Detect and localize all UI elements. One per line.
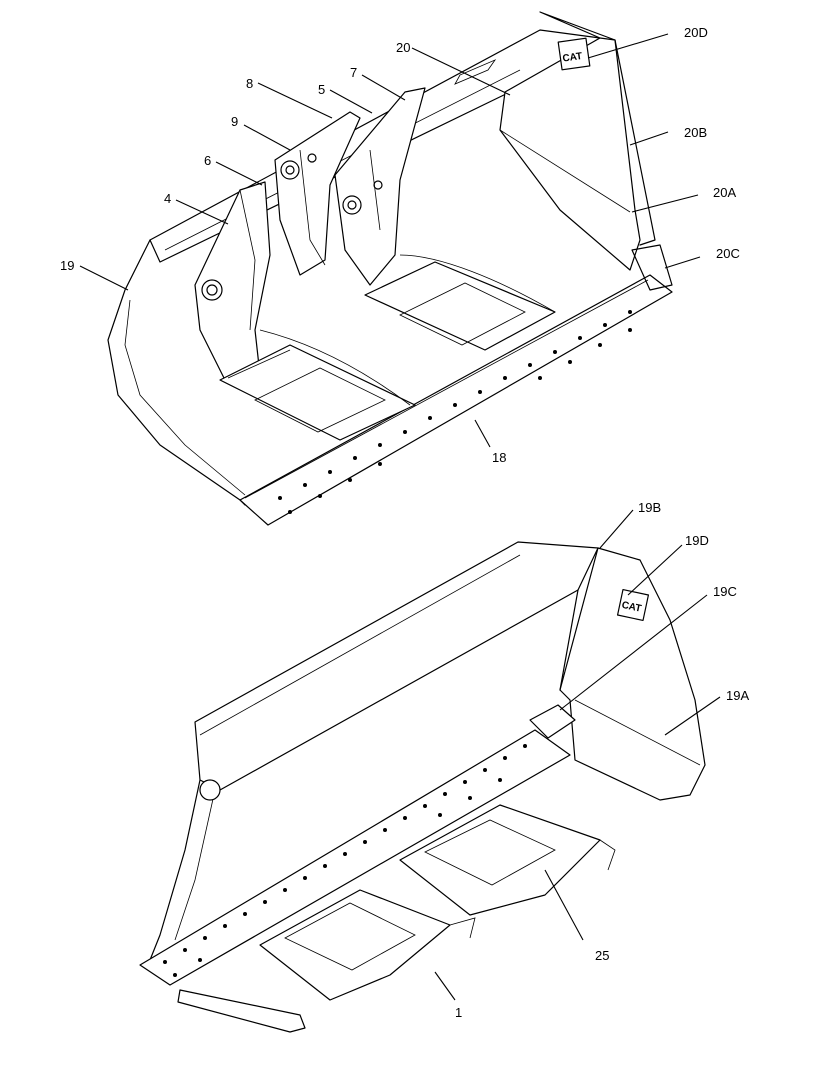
bottom-cutting-edge-holes xyxy=(163,744,527,977)
callout-20c: 20C xyxy=(716,246,740,261)
top-right-side-plate xyxy=(499,11,641,271)
bottom-left-side xyxy=(149,779,201,961)
bottom-callouts: 19B 19D 19C 19A 25 1 xyxy=(455,500,749,1020)
side-cutter-strip xyxy=(599,37,656,246)
callout-20a: 20A xyxy=(713,185,736,200)
bottom-cat-logo-badge xyxy=(616,588,650,622)
bottom-leaders xyxy=(434,509,721,1001)
callout-9: 9 xyxy=(231,114,238,129)
bottom-right-side-plate xyxy=(559,547,706,801)
callout-19c: 19C xyxy=(713,584,737,599)
callout-20: 20 xyxy=(396,40,410,55)
callout-6: 6 xyxy=(204,153,211,168)
top-adapter-right xyxy=(334,87,556,351)
callout-4: 4 xyxy=(164,191,171,206)
bottom-heel-strip xyxy=(177,989,306,1033)
callout-19a: 19A xyxy=(726,688,749,703)
top-adapter-left xyxy=(194,181,416,441)
callout-25: 25 xyxy=(595,948,609,963)
bottom-cat-logo-text: CAT xyxy=(621,600,643,615)
callout-18: 18 xyxy=(492,450,506,465)
callout-7: 7 xyxy=(350,65,357,80)
callout-8: 8 xyxy=(246,76,253,91)
callout-19b: 19B xyxy=(638,500,661,515)
top-callouts: 20D 20 7 5 8 9 6 4 19 20B 20A 20C 18 xyxy=(60,25,740,465)
bottom-bucket-view: CAT xyxy=(139,541,706,1033)
callout-5: 5 xyxy=(318,82,325,97)
side-cutter-bracket xyxy=(631,244,673,291)
bottom-cutting-edge xyxy=(139,729,571,986)
top-leaders xyxy=(79,33,701,448)
top-adapter-middle xyxy=(274,111,361,276)
callout-20b: 20B xyxy=(684,125,707,140)
callout-19: 19 xyxy=(60,258,74,273)
cutting-edge-holes xyxy=(278,310,632,514)
top-bucket-view: CAT xyxy=(107,11,673,526)
callout-1: 1 xyxy=(455,1005,462,1020)
top-cat-logo-text: CAT xyxy=(562,51,583,65)
top-cat-logo-badge xyxy=(557,37,591,71)
bottom-wear-plates xyxy=(259,804,616,1001)
callout-19d: 19D xyxy=(685,533,709,548)
callout-20d: 20D xyxy=(684,25,708,40)
bottom-side-bracket xyxy=(529,704,576,739)
cutting-edge-plate xyxy=(239,274,673,526)
